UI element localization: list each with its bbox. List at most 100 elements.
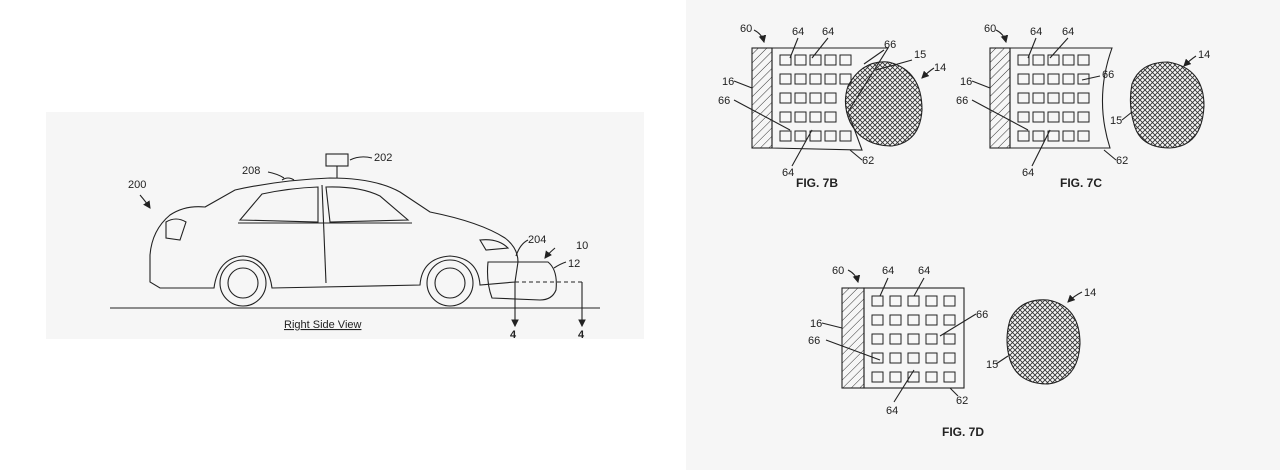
cell-64 — [779, 54, 792, 66]
cell-64 — [1017, 92, 1030, 104]
svg-text:14: 14 — [1084, 287, 1096, 299]
svg-text:15: 15 — [986, 359, 998, 371]
cell-64 — [943, 371, 956, 383]
cell-64 — [1032, 73, 1045, 85]
cell-64 — [1047, 54, 1060, 66]
svg-text:15: 15 — [914, 49, 926, 61]
svg-text:66: 66 — [808, 335, 820, 347]
hatched-wall-16 — [989, 47, 1011, 149]
cell-64 — [943, 333, 956, 345]
cell-64 — [1017, 130, 1030, 142]
svg-text:62: 62 — [956, 395, 968, 407]
cell-64 — [889, 352, 902, 364]
cell-64 — [794, 73, 807, 85]
cell-64 — [1062, 73, 1075, 85]
section-label-left: 4 — [510, 329, 517, 341]
svg-text:66: 66 — [884, 39, 896, 51]
cell-grid-64 — [779, 54, 852, 142]
svg-text:16: 16 — [960, 76, 972, 88]
cell-64 — [779, 92, 792, 104]
cell-64 — [907, 314, 920, 326]
deformable-panel-62 — [1009, 47, 1113, 149]
cell-64 — [794, 130, 807, 142]
rear-wheel — [219, 259, 267, 307]
vehicle-labels: 200 202 208 204 10 12 4 4 Right Side Vie… — [128, 152, 588, 341]
cell-64 — [907, 371, 920, 383]
label-200: 200 — [128, 179, 146, 191]
cell-64 — [1062, 130, 1075, 142]
label-10: 10 — [576, 240, 588, 252]
cell-64 — [943, 352, 956, 364]
cell-64 — [794, 92, 807, 104]
svg-text:66: 66 — [976, 309, 988, 321]
label-12: 12 — [568, 258, 580, 270]
svg-text:66: 66 — [718, 95, 730, 107]
cell-64 — [925, 295, 938, 307]
label-208: 208 — [242, 165, 260, 177]
cell-64 — [907, 352, 920, 364]
cell-64 — [907, 295, 920, 307]
cell-64 — [824, 130, 837, 142]
svg-text:64: 64 — [822, 26, 834, 38]
cell-64 — [824, 73, 837, 85]
hatched-wall-16 — [751, 47, 773, 149]
cell-64 — [871, 352, 884, 364]
svg-text:60: 60 — [832, 265, 844, 277]
figure-title-7b: FIG. 7B — [796, 176, 838, 190]
cell-64 — [839, 54, 852, 66]
figure-title-7c: FIG. 7C — [1060, 176, 1102, 190]
deformable-panel-62 — [771, 47, 889, 151]
cell-64 — [794, 54, 807, 66]
vehicle-diagram-panel — [46, 112, 644, 339]
cell-64 — [1032, 130, 1045, 142]
svg-text:14: 14 — [934, 62, 946, 74]
cell-64 — [871, 371, 884, 383]
cell-64 — [809, 111, 822, 123]
cell-64 — [1047, 92, 1060, 104]
hatched-wall-16 — [841, 287, 865, 389]
car-body — [149, 177, 519, 289]
cell-64 — [1077, 54, 1090, 66]
roof-sensor — [325, 153, 349, 167]
figure-7b: FIG. 7B 60 64 64 66 15 14 16 66 64 62 — [718, 23, 946, 190]
cell-64 — [779, 111, 792, 123]
object-14 — [1129, 61, 1205, 149]
cell-64 — [1017, 73, 1030, 85]
cell-grid-64 — [871, 295, 956, 383]
cell-64 — [943, 314, 956, 326]
cell-64 — [889, 295, 902, 307]
cell-64 — [925, 352, 938, 364]
view-caption: Right Side View — [284, 319, 362, 331]
svg-text:60: 60 — [740, 23, 752, 35]
svg-text:16: 16 — [810, 318, 822, 330]
bumper-assembly — [486, 261, 557, 301]
cell-64 — [1017, 54, 1030, 66]
svg-text:14: 14 — [1198, 49, 1210, 61]
cell-64 — [1047, 73, 1060, 85]
cell-64 — [871, 295, 884, 307]
cell-64 — [809, 54, 822, 66]
cell-64 — [1062, 111, 1075, 123]
svg-text:64: 64 — [886, 405, 898, 417]
cell-64 — [889, 333, 902, 345]
cell-64 — [943, 295, 956, 307]
svg-text:64: 64 — [882, 265, 894, 277]
svg-text:66: 66 — [956, 95, 968, 107]
figure-7c: FIG. 7C 60 64 64 66 14 16 66 15 64 62 — [956, 23, 1210, 190]
cell-64 — [1077, 130, 1090, 142]
cell-64 — [1047, 111, 1060, 123]
label-202: 202 — [374, 152, 392, 164]
svg-text:16: 16 — [722, 76, 734, 88]
rear-window — [238, 186, 319, 223]
svg-text:15: 15 — [1110, 115, 1122, 127]
vehicle-drawing — [110, 153, 600, 328]
cell-64 — [824, 111, 837, 123]
cell-64 — [779, 73, 792, 85]
headlight — [479, 239, 510, 251]
svg-text:60: 60 — [984, 23, 996, 35]
cell-64 — [839, 130, 852, 142]
svg-text:64: 64 — [918, 265, 930, 277]
svg-text:64: 64 — [1062, 26, 1074, 38]
cell-64 — [871, 314, 884, 326]
